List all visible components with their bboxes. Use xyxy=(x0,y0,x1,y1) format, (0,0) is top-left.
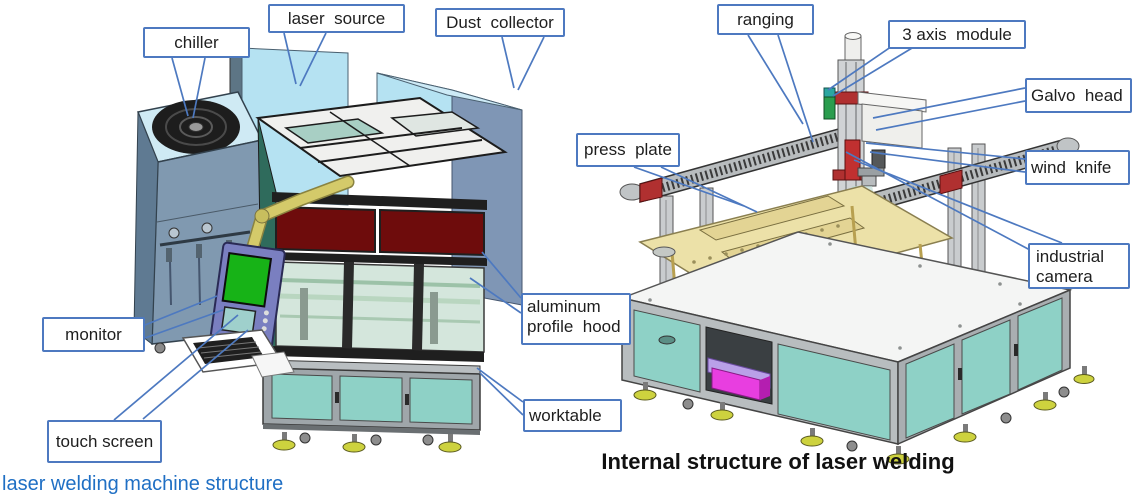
worktable-cabinet xyxy=(262,359,481,453)
left-machine-feet xyxy=(272,432,462,453)
callout-3-axis-module: 3 axis module xyxy=(888,20,1026,49)
callout-leader-lines xyxy=(113,32,1063,421)
callout-industrial-camera: industrial camera xyxy=(1028,243,1130,289)
callout-industrial-camera-line2: camera xyxy=(1036,266,1093,286)
right-machine-group xyxy=(619,32,1095,465)
callout-worktable: worktable xyxy=(523,399,622,432)
callout-3-axis-module-label: 3 axis module xyxy=(902,24,1012,44)
callout-chiller-label: chiller xyxy=(174,32,219,52)
galvo-head-part xyxy=(857,91,927,149)
machine-illustrations xyxy=(133,32,1095,465)
callout-wind-knife: wind knife xyxy=(1025,150,1130,185)
diagram-page: { "diagram": { "labels": { "chiller": "c… xyxy=(2,4,1132,494)
callout-ranging: ranging xyxy=(717,4,814,35)
right-machine-feet xyxy=(633,366,1095,465)
callout-press-plate: press plate xyxy=(576,133,680,167)
callout-aluminum-profile-hood-line2: profile hood xyxy=(527,316,621,336)
right-figure-caption: Internal structure of laser welding xyxy=(601,449,955,474)
callout-aluminum-profile-hood-line1: aluminum xyxy=(527,297,601,316)
aluminum-profile-hood-part xyxy=(255,96,508,362)
callout-aluminum-profile-hood: aluminum profile hood xyxy=(521,293,631,345)
callout-touch-screen: touch screen xyxy=(47,420,162,463)
callout-monitor-label: monitor xyxy=(65,324,122,344)
callout-worktable-label: worktable xyxy=(529,405,602,425)
callout-dust-collector: Dust collector xyxy=(435,8,565,37)
callout-touch-screen-label: touch screen xyxy=(55,431,154,451)
callout-monitor: monitor xyxy=(42,317,145,352)
bottom-left-partial-caption: laser welding machine structure xyxy=(2,474,284,495)
callout-industrial-camera-line1: industrial xyxy=(1036,247,1105,266)
machine-base xyxy=(619,231,1095,465)
left-machine-group xyxy=(133,46,523,453)
callout-galvo-head-label: Galvo head xyxy=(1031,85,1123,105)
z-axis-module xyxy=(823,32,927,230)
callout-laser-source-label: laser source xyxy=(287,8,386,28)
callout-chiller: chiller xyxy=(143,27,250,58)
callout-ranging-label: ranging xyxy=(737,9,794,29)
callout-dust-collector-label: Dust collector xyxy=(446,12,554,32)
callout-laser-source: laser source xyxy=(268,4,405,33)
callout-press-plate-label: press plate xyxy=(584,140,672,160)
callout-wind-knife-label: wind knife xyxy=(1031,157,1112,177)
callout-galvo-head: Galvo head xyxy=(1025,78,1132,113)
